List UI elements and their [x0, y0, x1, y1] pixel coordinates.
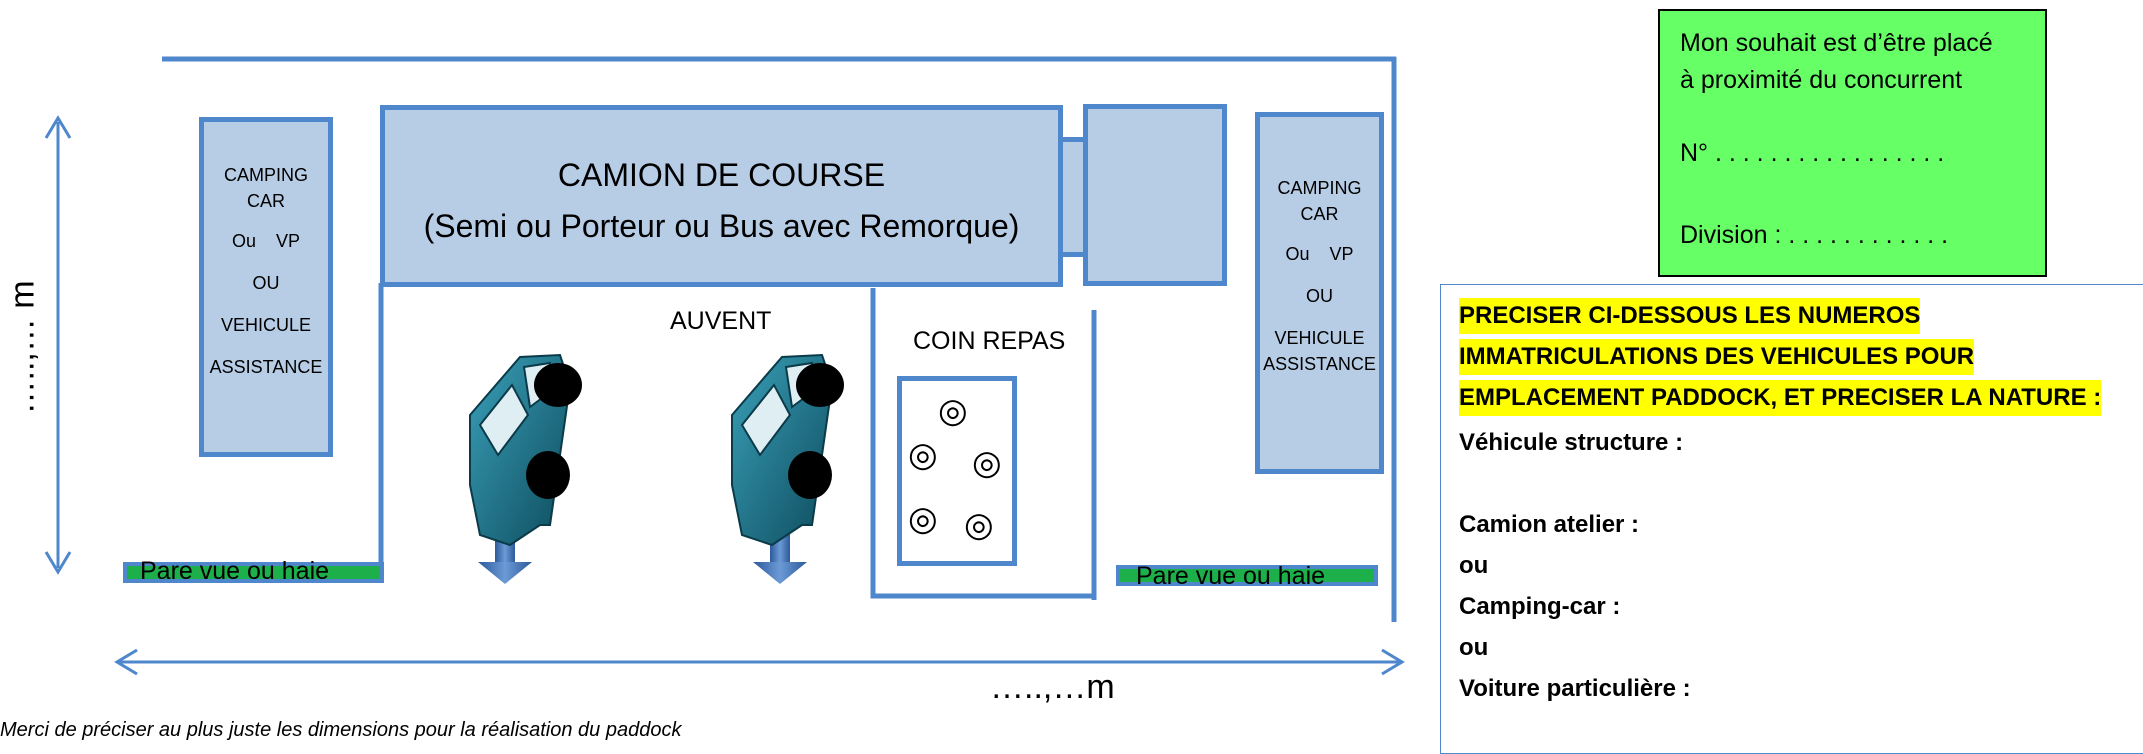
camping-car-left-label: CAMPING CAR Ou VP OU VEHICULE ASSISTANCE [199, 164, 333, 386]
awning-label: AUVENT [670, 307, 772, 335]
plate-setting-icon: ◎ [908, 500, 938, 538]
camping-car-right-box [1255, 112, 1384, 474]
division-field[interactable]: Division : . . . . . . . . . . . . [1680, 221, 1949, 249]
preference-line-1: Mon souhait est d’être placé [1680, 29, 1993, 57]
race-truck-subtitle: (Semi ou Porteur ou Bus avec Remorque) [423, 208, 1020, 244]
width-dimension-label: …..,…m [990, 668, 1115, 706]
hedge-right [1116, 565, 1378, 586]
height-dimension-label: …..,… m [3, 280, 42, 415]
label-line: OU [1306, 286, 1333, 306]
structure-vehicle-field[interactable]: Véhicule structure : [1459, 429, 1684, 456]
hedge-right-label: Pare vue ou haie [1136, 562, 1326, 590]
workshop-truck-field[interactable]: Camion atelier : [1459, 511, 1640, 538]
instruction-line-2: IMMATRICULATIONS DES VEHICULES POUR [1459, 339, 1975, 375]
race-truck-box [380, 105, 1063, 287]
hedge-left [123, 562, 384, 583]
car-icon [731, 353, 844, 547]
label-line: CAMPING [1277, 178, 1362, 198]
preference-line-2: à proximité du concurrent [1680, 66, 1963, 94]
label-line: OU [252, 273, 280, 293]
footnote: Merci de préciser au plus juste les dime… [0, 719, 682, 741]
plate-setting-icon: ◎ [908, 436, 938, 474]
or-label: ou [1459, 634, 1489, 661]
plate-setting-icon: ◎ [964, 506, 994, 544]
instruction-line-3: EMPLACEMENT PADDOCK, ET PRECISER LA NATU… [1459, 380, 2102, 416]
plate-setting-icon: ◎ [938, 392, 968, 430]
label-line: Ou VP [231, 231, 301, 251]
label-line: VEHICULE [220, 315, 312, 335]
car-icon [469, 353, 582, 547]
label-line: ASSISTANCE [1263, 354, 1376, 374]
label-line: CAR [1300, 204, 1339, 224]
vehicle-registration-panel: PRECISER CI-DESSOUS LES NUMEROS IMMATRIC… [1440, 284, 2143, 754]
label-line: ASSISTANCE [209, 357, 323, 377]
label-line: VEHICULE [1274, 328, 1365, 348]
plate-setting-icon: ◎ [972, 444, 1002, 482]
label-line: CAMPING [223, 165, 308, 185]
camping-car-field[interactable]: Camping-car : [1459, 593, 1621, 620]
private-car-field[interactable]: Voiture particulière : [1459, 675, 1691, 702]
truck-cab-box [1083, 104, 1227, 286]
competitor-number-field[interactable]: N° . . . . . . . . . . . . . . . . . [1680, 139, 1945, 167]
race-truck-title: CAMION DE COURSE [557, 157, 886, 193]
camping-car-left-box [199, 117, 333, 457]
label-line: CAR [246, 191, 285, 211]
or-label: ou [1459, 552, 1489, 579]
label-line: Ou VP [1285, 244, 1354, 264]
camping-car-right-label: CAMPING CAR Ou VP OU VEHICULE ASSISTANCE [1253, 177, 1386, 379]
instruction-line-1: PRECISER CI-DESSOUS LES NUMEROS [1459, 298, 1921, 334]
dining-table: ◎ ◎ ◎ ◎ ◎ [897, 376, 1017, 566]
dining-label: COIN REPAS [913, 327, 1066, 355]
hedge-left-label: Pare vue ou haie [140, 557, 330, 585]
placement-preference-box: Mon souhait est d’être placé à proximité… [1658, 9, 2047, 277]
